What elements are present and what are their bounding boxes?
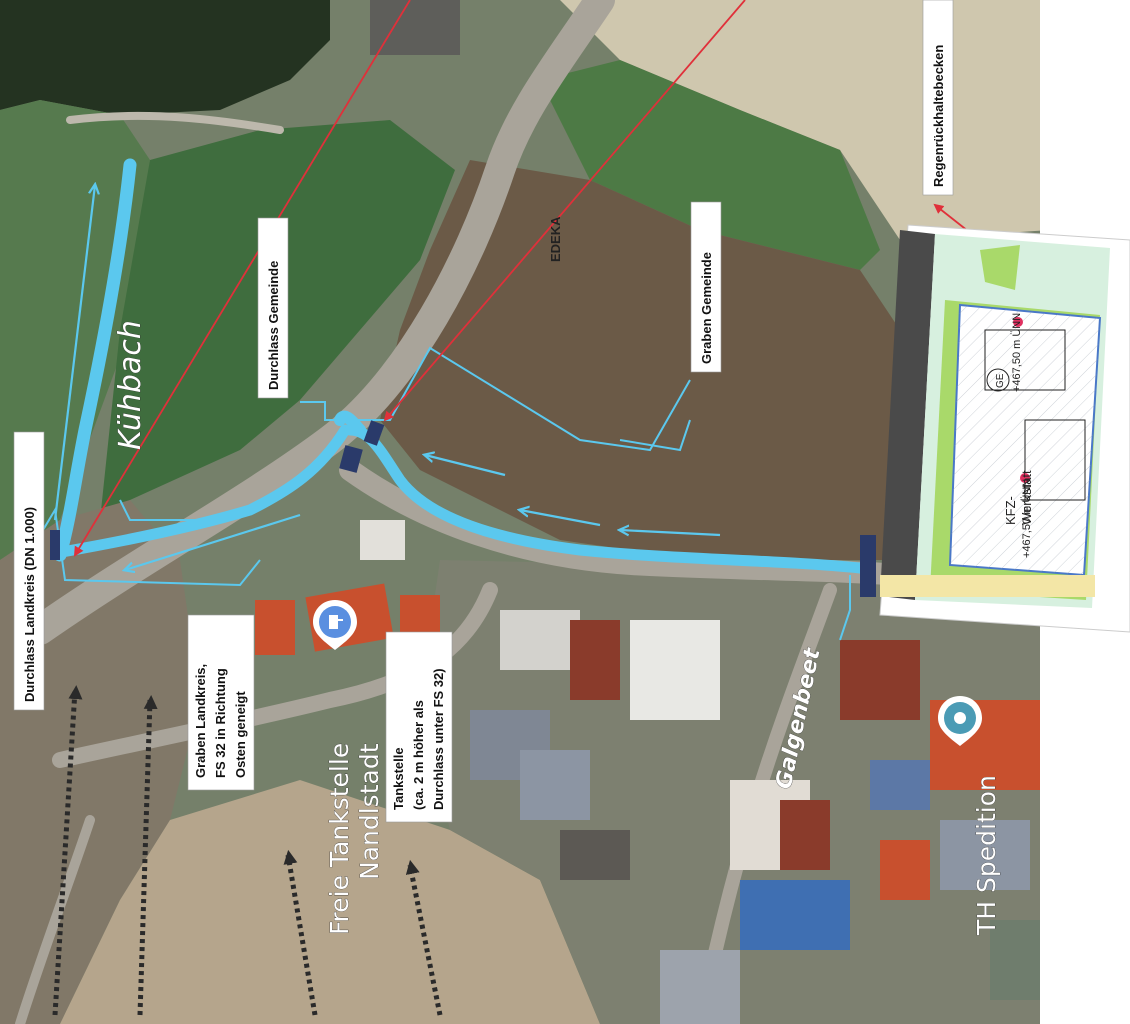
culvert-gemeinde-1 bbox=[363, 420, 385, 446]
water-flow-arrow-icon bbox=[425, 455, 506, 477]
elevation-label-2: +467,50 m ÜNN bbox=[1021, 479, 1033, 558]
culverts bbox=[50, 420, 876, 597]
elevation-label-1: +467,50 m ÜNN bbox=[1011, 313, 1023, 392]
plan-labels: KFZ- Werkstatt GE +467,50 m ÜNN +467,50 … bbox=[995, 313, 1034, 558]
svg-text:Graben Landkreis,: Graben Landkreis, bbox=[193, 664, 208, 778]
kuehbach-stream bbox=[53, 158, 137, 562]
svg-text:FS 32 in Richtung: FS 32 in Richtung bbox=[213, 668, 228, 778]
dotted-arrow-icon bbox=[52, 685, 83, 1016]
culvert-gemeinde-2 bbox=[339, 445, 363, 473]
culvert-landkreis bbox=[50, 530, 60, 560]
location-pin-icon[interactable] bbox=[938, 696, 982, 746]
freie-tankstelle-label: Freie Tankstelle Nandlstadt bbox=[325, 742, 385, 935]
water-flow-arrow-icon bbox=[620, 530, 721, 535]
svg-text:Graben Gemeinde: Graben Gemeinde bbox=[699, 252, 714, 364]
kuehbach-label: Kühbach bbox=[113, 320, 148, 450]
th-spedition-label: TH Spedition bbox=[972, 775, 1001, 936]
water-flow-arrows bbox=[53, 185, 721, 570]
svg-text:Durchlass Gemeinde: Durchlass Gemeinde bbox=[266, 261, 281, 390]
svg-text:Tankstelle: Tankstelle bbox=[391, 747, 406, 810]
water-flow-arrow-icon bbox=[125, 513, 301, 570]
culvert-east bbox=[860, 535, 876, 597]
graben-gemeinde-ditch bbox=[344, 424, 866, 574]
svg-text:Durchlass unter FS 32): Durchlass unter FS 32) bbox=[431, 668, 446, 810]
dotted-arrow-icon bbox=[283, 849, 318, 1016]
svg-text:Regenrückhaltebecken: Regenrückhaltebecken bbox=[931, 45, 946, 187]
dotted-arrow-icon bbox=[405, 859, 443, 1016]
svg-text:Osten geneigt: Osten geneigt bbox=[233, 691, 248, 778]
fuel-pin-icon[interactable] bbox=[313, 600, 357, 650]
label-graben-landkreis: Graben Landkreis, FS 32 in Richtung Oste… bbox=[187, 614, 255, 791]
site-plan-inset[interactable] bbox=[879, 224, 1130, 633]
label-tankstelle: Tankstelle (ca. 2 m höher als Durchlass … bbox=[385, 631, 453, 823]
water-flow-arrow-icon bbox=[53, 185, 95, 521]
graben-landkreis-ditch bbox=[56, 424, 351, 558]
ge-label: GE bbox=[995, 373, 1006, 388]
label-graben-gemeinde: Graben Gemeinde bbox=[690, 201, 722, 373]
water-flow-arrow-icon bbox=[520, 510, 601, 527]
svg-text:Freie Tankstelle: Freie Tankstelle bbox=[325, 743, 354, 935]
label-durchlass-landkreis: Durchlass Landkreis (DN 1.000) bbox=[13, 431, 45, 711]
edeka-label: EDEKA bbox=[548, 216, 563, 262]
watercourse bbox=[53, 158, 866, 574]
svg-text:(ca. 2 m höher als: (ca. 2 m höher als bbox=[411, 700, 426, 810]
label-regenrueckhaltebecken: Regenrückhaltebecken bbox=[922, 0, 954, 196]
parcel-outlines bbox=[39, 346, 851, 641]
svg-text:Nandlstadt: Nandlstadt bbox=[355, 743, 384, 880]
kfz-werkstatt-label: KFZ- Werkstatt bbox=[1003, 470, 1034, 525]
roads bbox=[15, 0, 911, 1024]
buildings bbox=[255, 0, 1040, 1024]
svg-text:Durchlass Landkreis (DN 1.000): Durchlass Landkreis (DN 1.000) bbox=[22, 507, 37, 702]
label-durchlass-gemeinde: Durchlass Gemeinde bbox=[257, 217, 289, 399]
dotted-arrows bbox=[52, 685, 443, 1016]
